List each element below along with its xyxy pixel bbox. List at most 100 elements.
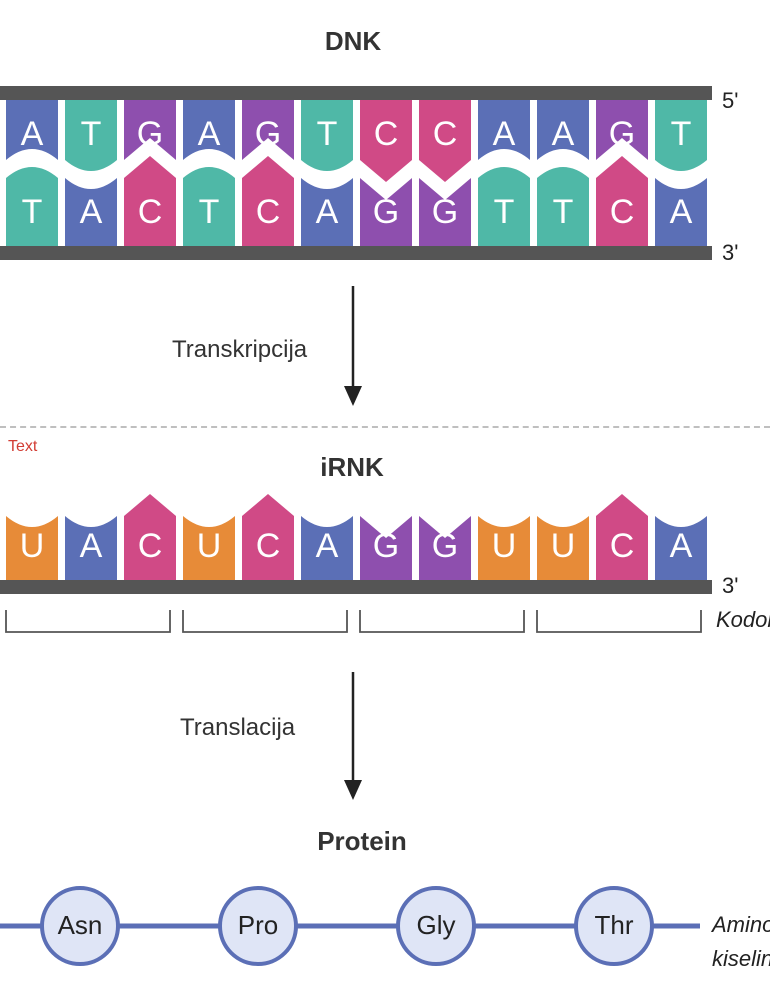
mrna-3-prime-label: 3' — [722, 573, 739, 598]
section-divider — [0, 426, 770, 428]
dna-top-base-letter: T — [317, 115, 338, 153]
mrna-base-A — [655, 516, 707, 580]
amino-acid-label: Thr — [595, 910, 634, 940]
transcription-label: Transkripcija — [172, 336, 308, 363]
dna-top-base-letter: T — [671, 115, 692, 153]
dna-bottom-backbone — [0, 246, 712, 260]
dna-bottom-base-A — [655, 178, 707, 246]
dna-bottom-base-T — [537, 167, 589, 246]
dna-top-base-T — [65, 100, 117, 171]
dna-top-base-letter: C — [433, 115, 458, 153]
translation-label: Translacija — [180, 714, 296, 741]
mrna-base-U — [6, 516, 58, 580]
codon-bracket-1 — [5, 610, 171, 633]
mrna-base-letter: U — [20, 527, 45, 565]
dna-bottom-base-letter: T — [199, 193, 220, 231]
codon-bracket-4 — [536, 610, 702, 633]
mrna-base-U — [183, 516, 235, 580]
dna-top-base-letter: G — [255, 115, 281, 153]
dna-top-base-A — [537, 100, 589, 160]
transcription-arrow-icon — [344, 286, 362, 406]
dna-top-base-letter: A — [493, 115, 516, 153]
mrna-base-U — [537, 516, 589, 580]
dna-bottom-base-T — [478, 167, 530, 246]
dna-bottom-base-letter: T — [22, 193, 43, 231]
dna-bottom-base-C — [596, 156, 648, 246]
dna-top-base-letter: A — [21, 115, 44, 153]
dna-top-base-letter: G — [609, 115, 635, 153]
protein-title: Protein — [317, 826, 407, 856]
amino-acid-label: Gly — [417, 910, 456, 940]
amino-acid-label: Asn — [58, 910, 103, 940]
dna-top-base-letter: T — [81, 115, 102, 153]
mrna-base-C — [242, 494, 294, 580]
mrna-base-G — [419, 516, 471, 580]
dna-top-base-G — [242, 100, 294, 160]
dna-top-base-letter: C — [374, 115, 399, 153]
amino-label-line1: Amino — [712, 912, 770, 937]
mrna-base-C — [596, 494, 648, 580]
amino-acid-bead — [218, 886, 298, 966]
dna-bottom-base-T — [183, 167, 235, 246]
dna-bottom-base-letter: T — [494, 193, 515, 231]
dna-top-base-letter: G — [137, 115, 163, 153]
mrna-base-letter: A — [316, 527, 339, 565]
dna-bottom-base-G — [360, 178, 412, 246]
dna-top-base-G — [124, 100, 176, 160]
amino-acid-bead — [574, 886, 654, 966]
codon-bracket-3 — [359, 610, 525, 633]
codon-brackets — [5, 610, 702, 633]
mrna-backbone — [0, 580, 712, 594]
dna-bottom-base-letter: C — [610, 193, 635, 231]
mrna-base-letter: U — [492, 527, 517, 565]
placeholder-text-tag: Text — [8, 438, 38, 455]
dna-3-prime-label: 3' — [722, 240, 739, 265]
dna-top-base-A — [6, 100, 58, 160]
mrna-base-letter: C — [138, 527, 163, 565]
dna-bottom-base-A — [65, 178, 117, 246]
mrna-base-letter: G — [432, 527, 458, 565]
dna-top-base-T — [301, 100, 353, 171]
mrna-base-letter: U — [551, 527, 576, 565]
dna-bottom-base-letter: G — [432, 193, 458, 231]
mrna-base-letter: U — [197, 527, 222, 565]
dna-bottom-base-letter: A — [80, 193, 103, 231]
dna-bottom-base-C — [242, 156, 294, 246]
dna-bottom-base-G — [419, 178, 471, 246]
dna-bottom-base-C — [124, 156, 176, 246]
dna-top-base-letter: A — [552, 115, 575, 153]
mrna-base-letter: C — [610, 527, 635, 565]
dna-top-base-T — [655, 100, 707, 171]
mrna-base-G — [360, 516, 412, 580]
mrna-base-letter: A — [80, 527, 103, 565]
codon-bracket-2 — [182, 610, 348, 633]
dna-top-base-A — [478, 100, 530, 160]
dna-bottom-base-A — [301, 178, 353, 246]
dna-bottom-base-letter: G — [373, 193, 399, 231]
dna-bottom-base-T — [6, 167, 58, 246]
dna-bottom-base-letter: C — [138, 193, 163, 231]
mrna-base-U — [478, 516, 530, 580]
dna-top-base-letter: A — [198, 115, 221, 153]
dna-bottom-base-letter: A — [670, 193, 693, 231]
amino-acid-bead — [40, 886, 120, 966]
mrna-base-C — [124, 494, 176, 580]
translation-arrow-icon — [344, 672, 362, 800]
amino-acid-bead — [396, 886, 476, 966]
dna-top-base-G — [596, 100, 648, 160]
dna-top-backbone — [0, 86, 712, 100]
mrna-title: iRNK — [320, 452, 384, 482]
mrna-base-letter: C — [256, 527, 281, 565]
dna-top-base-C — [360, 100, 412, 182]
dna-bottom-base-letter: C — [256, 193, 281, 231]
mrna-base-A — [65, 516, 117, 580]
mrna-base-letter: G — [373, 527, 399, 565]
dna-5-prime-label: 5' — [722, 88, 739, 113]
dna-top-base-C — [419, 100, 471, 182]
mrna-base-A — [301, 516, 353, 580]
mrna-base-letter: A — [670, 527, 693, 565]
